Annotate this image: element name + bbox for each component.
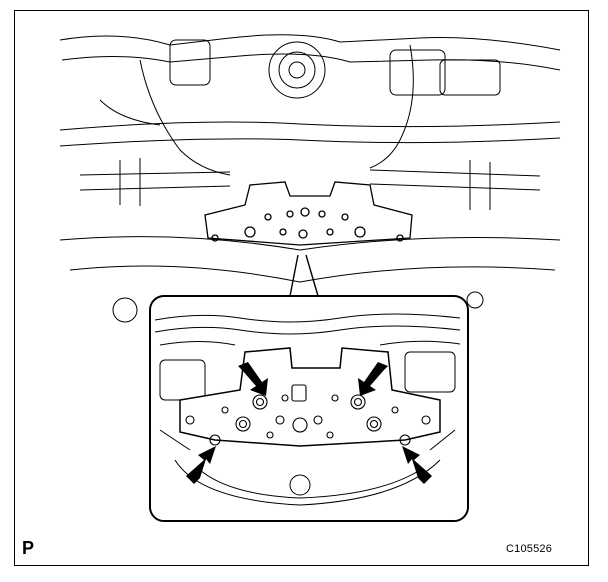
arrow-upper-left	[238, 362, 268, 396]
upper-overview-drawing	[59, 34, 561, 323]
inset-detail-drawing	[154, 313, 461, 506]
arrow-upper-right	[358, 362, 388, 396]
illustration-frame	[14, 10, 589, 566]
arrow-lower-right	[402, 446, 432, 484]
illustration-code: C105526	[506, 543, 553, 555]
corner-label: P	[22, 538, 35, 558]
arrow-lower-left	[186, 446, 216, 484]
upper-bracket-plate	[204, 181, 413, 246]
callout-pointer	[289, 254, 319, 297]
